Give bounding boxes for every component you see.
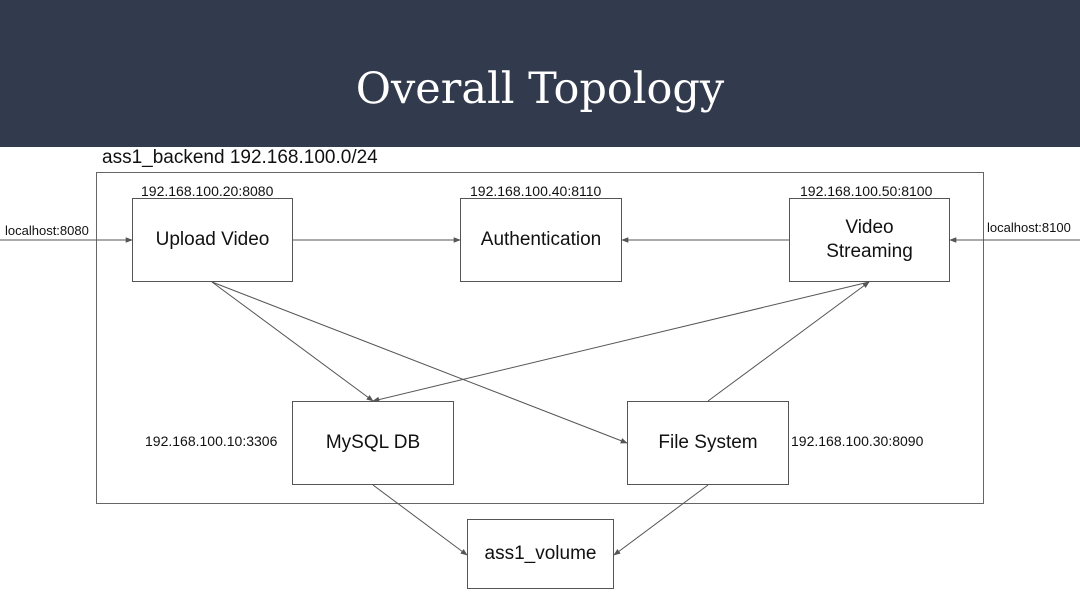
link-upload-to-mysql [211,281,374,402]
external-left-endpoint: localhost:8080 [5,223,89,238]
mysql-db-label: MySQL DB [325,432,421,453]
upload-video-node: Upload Video [132,198,293,282]
file-system-address: 192.168.100.30:8090 [791,433,924,449]
authentication-label: Authentication [480,229,602,250]
video-streaming-label-line1: Video [845,217,894,238]
link-filesystem-to-streaming [707,281,870,402]
upload-video-address: 192.168.100.20:8080 [141,183,274,199]
link-streaming-to-mysql [372,281,870,403]
link-upload-to-filesystem [211,281,628,444]
file-system-label: File System [658,432,758,453]
title-bar [0,0,1080,147]
mysql-db-node: MySQL DB [292,401,454,485]
upload-video-label: Upload Video [155,229,270,250]
video-streaming-label: Video Streaming [826,216,913,264]
link-filesystem-to-volume [613,484,709,556]
authentication-node: Authentication [460,198,622,282]
video-streaming-node: Video Streaming [789,198,950,282]
network-boundary [96,172,984,504]
link-mysql-to-volume [372,484,468,556]
slide-title: Overall Topology [355,64,725,114]
network-label: ass1_backend 192.168.100.0/24 [102,147,378,168]
video-streaming-label-line2: Streaming [826,241,913,262]
volume-node: ass1_volume [467,519,614,589]
volume-label: ass1_volume [484,543,597,564]
video-streaming-address: 192.168.100.50:8100 [800,183,933,199]
authentication-address: 192.168.100.40:8110 [470,183,602,199]
mysql-db-address: 192.168.100.10:3306 [145,433,278,449]
external-right-endpoint: localhost:8100 [987,220,1071,235]
file-system-node: File System [627,401,789,485]
